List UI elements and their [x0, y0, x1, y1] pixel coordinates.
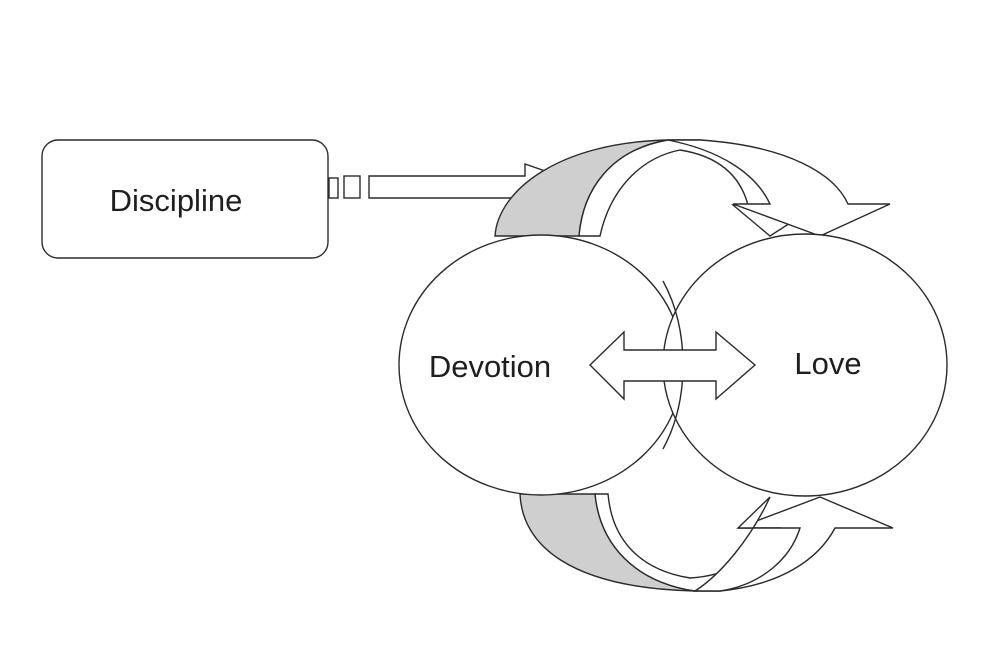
discipline-label: Discipline [110, 183, 243, 218]
upper-outer-arrow [667, 139, 891, 237]
lower-cycle-arrow [519, 493, 894, 592]
devotion-label: Devotion [429, 349, 551, 384]
discipline-node: Discipline [41, 139, 329, 259]
bidirectional-arrow [589, 330, 757, 401]
arrow-tail-segment-2 [343, 175, 361, 199]
upper-cycle-arrow [494, 139, 891, 237]
discipline-box [41, 139, 329, 259]
lower-inner-arrow [594, 493, 894, 592]
arrow-tail-segment-1 [328, 177, 339, 199]
love-label: Love [794, 346, 861, 381]
lower-outer-arrow [692, 496, 801, 592]
